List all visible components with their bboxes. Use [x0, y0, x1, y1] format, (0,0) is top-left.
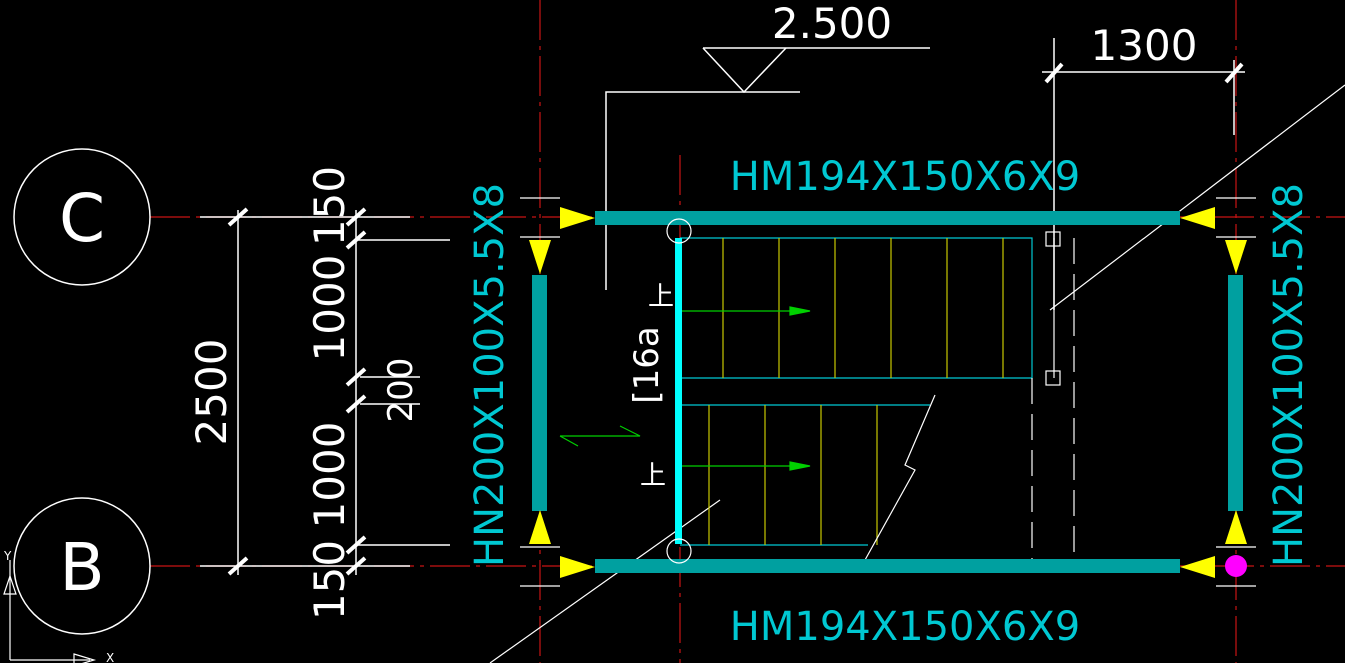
axis-x-label: X	[106, 651, 114, 663]
left-dimensions	[200, 207, 450, 576]
left-beam	[532, 275, 547, 511]
landing-width-text: 1300	[1091, 21, 1198, 70]
column-top-node	[666, 218, 692, 244]
landing-lines	[1031, 231, 1075, 566]
dim-upper-run-text: 1000	[305, 255, 354, 362]
dim-landing-gap-text: 200	[381, 358, 421, 423]
arrow-left-down	[529, 240, 551, 274]
break-line	[864, 394, 936, 561]
bottom-beam	[595, 559, 1180, 573]
arrow-bottom-left	[560, 556, 595, 578]
column-label: [16a	[627, 326, 667, 403]
support-ticks	[520, 197, 1256, 587]
upper-flight-outline	[680, 237, 1033, 379]
grid-bubble-c: C	[13, 148, 151, 286]
axis-y-label: Y	[3, 549, 12, 563]
arrow-bottom-right	[1180, 556, 1215, 578]
arrow-top-left	[560, 207, 595, 229]
right-beam-label: HN200X100X5.5X8	[1266, 183, 1312, 567]
arrow-top-right	[1180, 207, 1215, 229]
support-arrows	[529, 207, 1247, 578]
grid-label-c: C	[59, 180, 105, 257]
top-beam	[595, 211, 1180, 225]
post-top	[1045, 231, 1061, 247]
bottom-beam-label: HM194X150X6X9	[730, 604, 1080, 650]
dim-top-offset-text: 150	[305, 166, 354, 246]
channel-column	[675, 238, 682, 544]
arrow-right-down	[1225, 240, 1247, 274]
arrow-left-up	[529, 510, 551, 544]
grid-bubble-b: B	[13, 497, 151, 635]
dim-total-text: 2500	[187, 339, 236, 446]
stair-treads	[680, 237, 1033, 561]
top-beam-label: HM194X150X6X9	[730, 154, 1080, 200]
direction-arrows	[559, 306, 811, 471]
dim-lower-run-text: 1000	[305, 422, 354, 529]
right-beam	[1228, 275, 1243, 511]
up-mark-upper: 上	[648, 282, 674, 312]
selection-marker[interactable]	[1225, 555, 1247, 577]
ucs-axis-icon	[3, 560, 97, 663]
elevation-text: 2.500	[772, 0, 892, 48]
post-bottom	[1045, 370, 1061, 386]
column-bottom-node	[666, 538, 692, 564]
arrow-right-up	[1225, 510, 1247, 544]
landing-width-dimension	[1042, 38, 1245, 310]
left-beam-label: HN200X100X5.5X8	[467, 183, 513, 567]
up-mark-lower: 上	[640, 461, 666, 491]
dim-bottom-offset-text: 150	[305, 540, 354, 620]
grid-label-b: B	[59, 529, 104, 606]
beams	[532, 211, 1243, 573]
